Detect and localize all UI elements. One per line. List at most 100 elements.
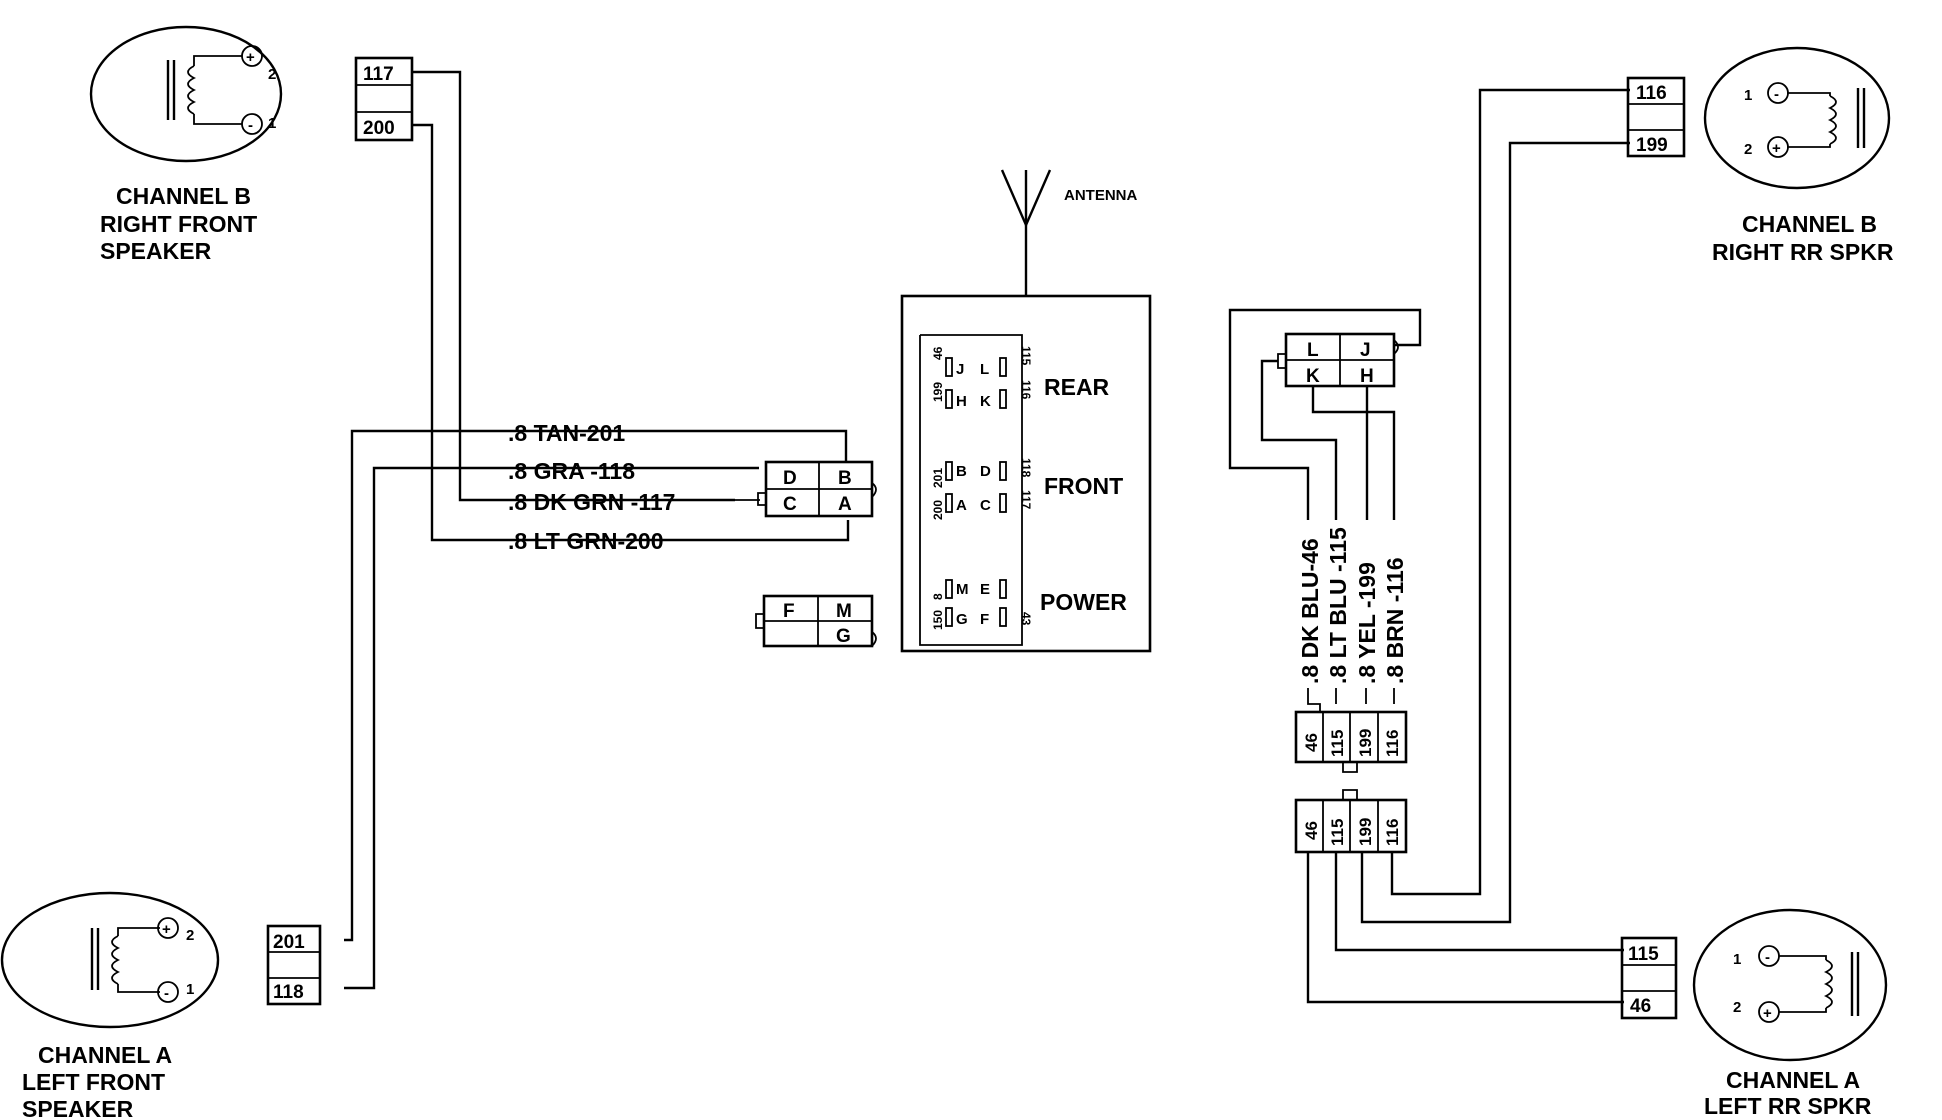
inline-lower-116: 116 bbox=[1383, 819, 1402, 846]
power-conn-m: M bbox=[836, 601, 852, 622]
wire-label-yel-199: .8 YEL -199 bbox=[1354, 562, 1380, 684]
rr-connector bbox=[1626, 76, 1686, 158]
svg-text:+: + bbox=[1772, 140, 1781, 157]
pin-150: 150 bbox=[931, 610, 945, 630]
rf-connector bbox=[354, 56, 414, 142]
pin-199: 199 bbox=[931, 382, 945, 402]
right-front-speaker: + - bbox=[89, 25, 283, 163]
rr-conn-bottom: 199 bbox=[1636, 135, 1668, 156]
front-conn-d: D bbox=[783, 468, 797, 489]
wire-label-dk-grn-117: .8 DK GRN -117 bbox=[508, 489, 675, 515]
pin-d: D bbox=[980, 463, 991, 480]
lf-connector bbox=[266, 924, 322, 1006]
pin-l: L bbox=[980, 361, 989, 378]
wire-label-lt-blu-115: .8 LT BLU -115 bbox=[1325, 527, 1351, 684]
rf-term-2: 2 bbox=[268, 66, 276, 83]
inline-upper-116: 116 bbox=[1383, 730, 1402, 757]
pin-115: 115 bbox=[1019, 346, 1033, 366]
wire-label-gra-118: .8 GRA -118 bbox=[508, 458, 635, 484]
lf-conn-bottom: 118 bbox=[273, 982, 304, 1003]
rear-conn-k: K bbox=[1306, 366, 1320, 387]
svg-text:-: - bbox=[164, 985, 169, 1002]
rr-term-1: 1 bbox=[1744, 87, 1752, 104]
rear-speaker-wiring bbox=[1306, 88, 1630, 1004]
wire-label-lt-grn-200: .8 LT GRN-200 bbox=[508, 528, 664, 554]
pin-117: 117 bbox=[1019, 490, 1033, 510]
inline-upper-115: 115 bbox=[1328, 730, 1347, 757]
wire-label-dk-blu-46: .8 DK BLU-46 bbox=[1297, 538, 1323, 684]
pin-m: M bbox=[956, 581, 969, 598]
rear-wiring bbox=[1228, 308, 1422, 712]
pin-201: 201 bbox=[931, 468, 945, 488]
radio-connector-panel: 46 J L 115 199 H K 116 201 B D 118 200 A… bbox=[900, 294, 1152, 653]
rr-label-line1: CHANNEL B bbox=[1742, 211, 1877, 237]
svg-text:+: + bbox=[162, 921, 171, 938]
inline-lower-46: 46 bbox=[1302, 821, 1321, 840]
rear-connector bbox=[1277, 332, 1399, 388]
pin-a: A bbox=[956, 497, 967, 514]
lf-label-line3: SPEAKER bbox=[22, 1096, 134, 1120]
pin-46: 46 bbox=[931, 346, 945, 360]
rf-label-line3: SPEAKER bbox=[100, 238, 212, 264]
inline-connector-upper bbox=[1294, 710, 1408, 773]
rf-conn-bottom: 200 bbox=[363, 118, 395, 139]
rear-conn-l: L bbox=[1307, 340, 1319, 361]
rr-label-line2: RIGHT RR SPKR bbox=[1712, 239, 1894, 265]
rf-term-1: 1 bbox=[268, 115, 276, 132]
svg-text:-: - bbox=[248, 117, 253, 134]
antenna-label: ANTENNA bbox=[1064, 187, 1137, 204]
pin-116: 116 bbox=[1019, 380, 1033, 400]
pin-8: 8 bbox=[931, 593, 945, 600]
pin-200: 200 bbox=[931, 500, 945, 520]
rear-section-label: REAR bbox=[1044, 374, 1110, 400]
rf-label-line2: RIGHT FRONT bbox=[100, 211, 257, 237]
lf-term-2: 2 bbox=[186, 927, 194, 944]
pin-j: J bbox=[956, 361, 964, 378]
pin-g: G bbox=[956, 611, 968, 628]
svg-text:-: - bbox=[1774, 86, 1779, 103]
pin-43: 43 bbox=[1019, 612, 1033, 626]
lr-conn-top: 115 bbox=[1628, 944, 1659, 965]
rf-label-line1: CHANNEL B bbox=[116, 183, 251, 209]
lf-label-line2: LEFT FRONT bbox=[22, 1069, 165, 1095]
front-wiring bbox=[344, 70, 850, 990]
inline-lower-199: 199 bbox=[1356, 818, 1375, 846]
pin-c: C bbox=[980, 497, 991, 514]
inline-upper-199: 199 bbox=[1356, 729, 1375, 757]
left-rear-speaker: - + bbox=[1692, 908, 1888, 1062]
svg-text:-: - bbox=[1765, 949, 1770, 966]
rr-term-2: 2 bbox=[1744, 141, 1752, 158]
power-connector bbox=[755, 594, 877, 648]
lr-label-line1: CHANNEL A bbox=[1726, 1067, 1860, 1093]
antenna-symbol bbox=[1000, 169, 1052, 295]
svg-text:+: + bbox=[246, 49, 255, 66]
power-conn-f: F bbox=[783, 601, 795, 622]
lf-conn-top: 201 bbox=[273, 932, 305, 953]
inline-connector-lower bbox=[1294, 789, 1408, 854]
lr-term-2: 2 bbox=[1733, 999, 1741, 1016]
left-front-speaker: + - bbox=[0, 891, 220, 1029]
rf-conn-top: 117 bbox=[363, 64, 394, 85]
lr-term-1: 1 bbox=[1733, 951, 1741, 968]
pin-k: K bbox=[980, 393, 991, 410]
lr-conn-bottom: 46 bbox=[1630, 996, 1651, 1017]
lf-term-1: 1 bbox=[186, 981, 194, 998]
wire-label-tan-201: .8 TAN-201 bbox=[508, 420, 625, 446]
rr-conn-top: 116 bbox=[1636, 83, 1667, 104]
front-conn-a: A bbox=[838, 494, 852, 515]
front-section-label: FRONT bbox=[1044, 473, 1123, 499]
pin-118: 118 bbox=[1019, 458, 1033, 478]
pin-e: E bbox=[980, 581, 990, 598]
rear-conn-j: J bbox=[1360, 340, 1371, 361]
wire-label-brn-116: .8 BRN -116 bbox=[1382, 557, 1408, 684]
lr-label-line2: LEFT RR SPKR bbox=[1704, 1093, 1872, 1119]
front-conn-c: C bbox=[783, 494, 797, 515]
front-conn-b: B bbox=[838, 468, 852, 489]
right-rear-speaker: - + bbox=[1703, 46, 1891, 190]
pin-b: B bbox=[956, 463, 967, 480]
lf-label-line1: CHANNEL A bbox=[38, 1042, 172, 1068]
inline-lower-115: 115 bbox=[1328, 819, 1347, 846]
rear-conn-h: H bbox=[1360, 366, 1374, 387]
inline-upper-46: 46 bbox=[1302, 733, 1321, 752]
